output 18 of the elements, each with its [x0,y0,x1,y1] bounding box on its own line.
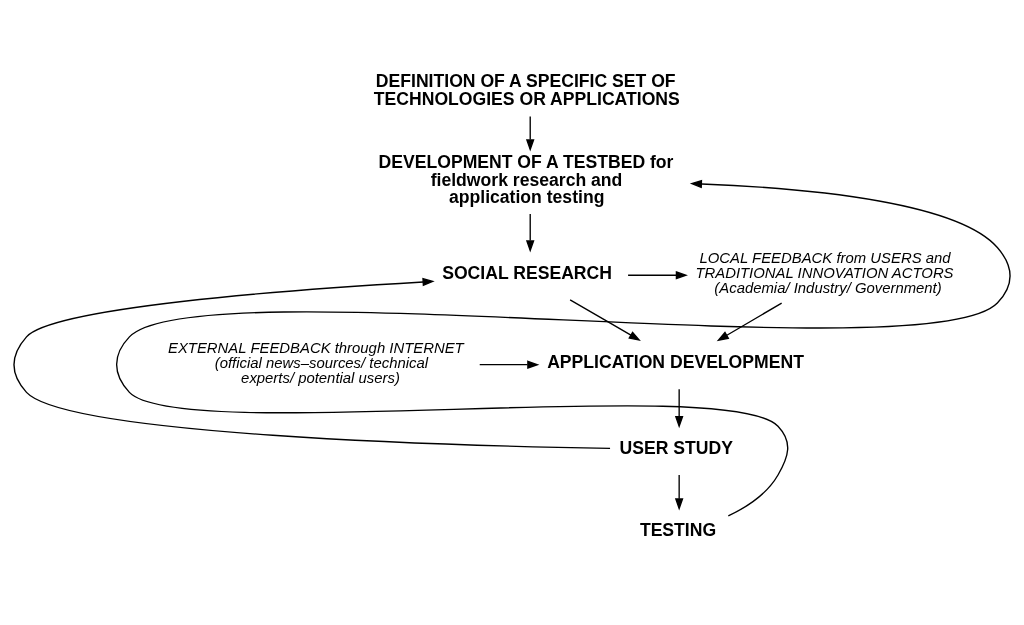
node-text: APPLICATION DEVELOPMENT [547,351,804,372]
node-text: EXTERNAL FEEDBACK through INTERNET (official news–sources/ technical experts/ potential users) [168,339,464,386]
arrow [716,302,783,342]
arrow [479,360,540,369]
node-text: DEVELOPMENT OF A TESTBED for fieldwork research and application testing [378,152,674,208]
arrow [13,277,611,450]
arrow [525,115,535,152]
node-text: USER STUDY [619,437,733,458]
node-text: SOCIAL RESEARCH [442,262,612,283]
node-text: TESTING [639,520,717,541]
arrow [674,388,684,429]
arrow [674,474,684,511]
arrow [627,271,688,280]
node-text: LOCAL FEEDBACK from USERS and TRADITIONAL INNOVATION ACTORS (Academia/ Industry/ Government) [695,250,954,297]
arrow [569,299,641,341]
node-text: DEFINITION OF A SPECIFIC SET OF TECHNOLOGIES OR APPLICATIONS [373,70,680,109]
arrow [525,213,535,253]
arrow [115,179,1011,517]
